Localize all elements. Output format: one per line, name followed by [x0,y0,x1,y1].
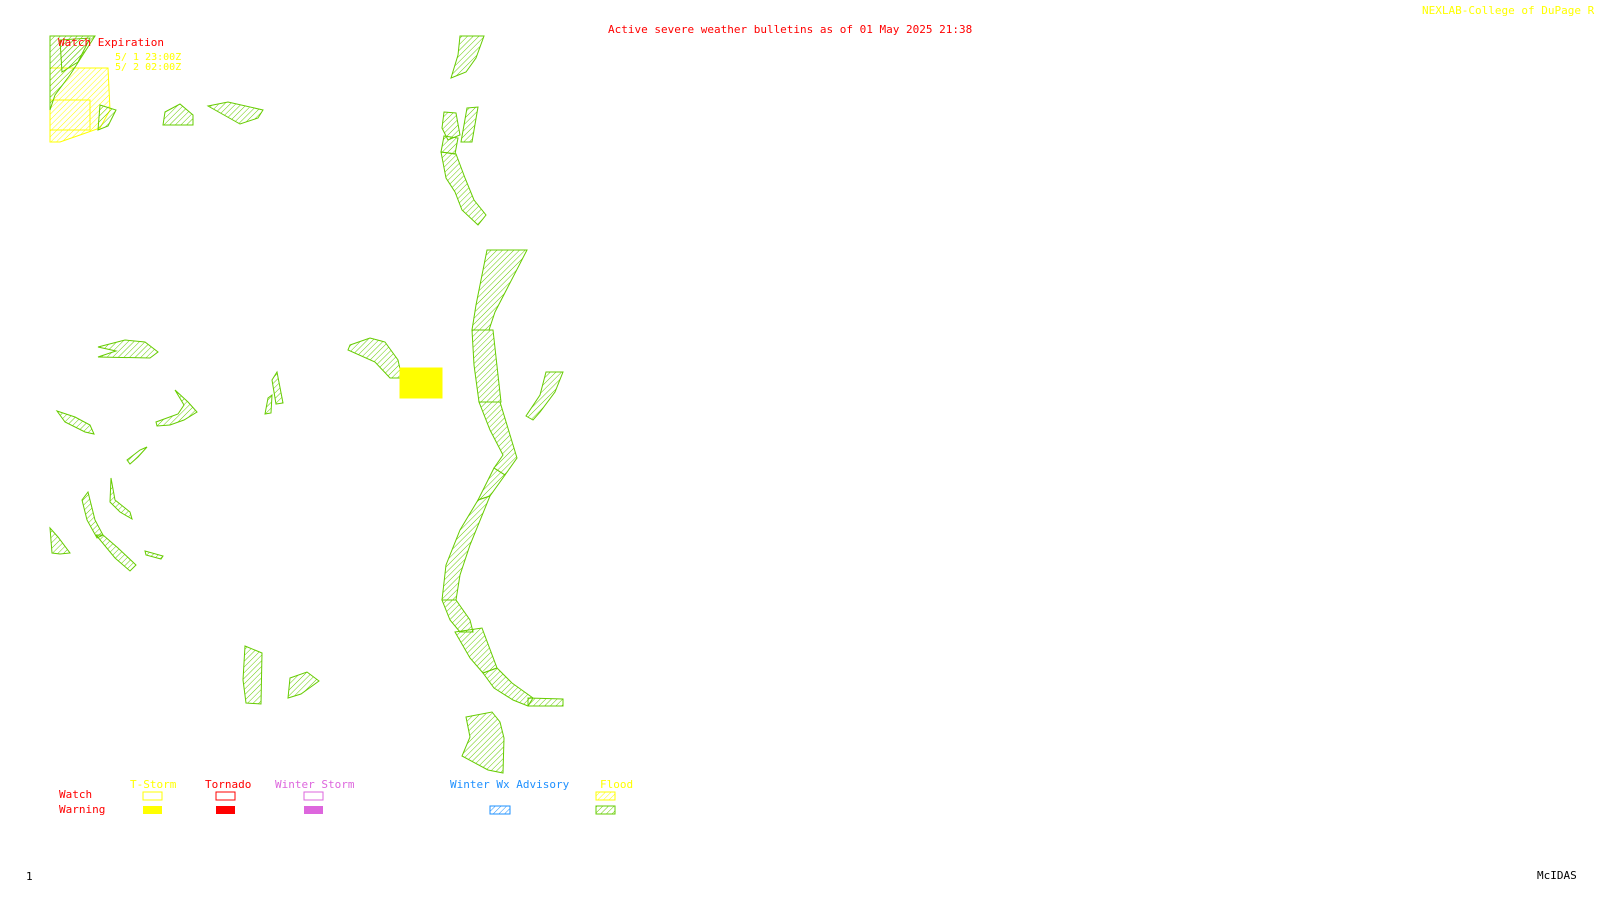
legend-watch-row-label: Watch [59,788,93,801]
legend-winter-advisory-swatch [489,805,511,815]
legend-tornado-label: Tornado [205,778,252,791]
legend-swatches [142,791,616,815]
tstorm-warning-polygon [399,367,443,399]
legend-winter-storm-warning-swatch [304,806,323,814]
watch-expiration-entry: 5/ 2 02:00Z [115,62,182,73]
legend-winter-storm-label: Winter Storm [275,778,355,791]
watch-expiration-entry: 5/ 1 23:00Z [115,52,182,63]
legend-tstorm-warning-swatch [143,806,162,814]
flood-warning-polygons [49,35,564,774]
tstorm-watch-area [49,67,111,143]
credit-label: NEXLAB-College of DuPage R [1422,4,1595,17]
frame-number: 1 [26,870,33,883]
legend-tstorm-watch-swatch [142,791,163,801]
legend-tornado-warning-swatch [216,806,235,814]
legend-tstorm-label: T-Storm [130,778,177,791]
legend-winter-advisory-label: Winter Wx Advisory [450,778,570,791]
watch-expiration-title: Watch Expiration [58,36,164,49]
page-title: Active severe weather bulletins as of 01… [608,23,973,36]
software-label: McIDAS [1537,869,1577,882]
legend-flood-label: Flood [600,778,634,791]
legend-winter-storm-watch-swatch [303,791,324,801]
legend-tornado-watch-swatch [215,791,236,801]
legend-flood-watch-swatch [595,791,616,801]
legend-warning-row-label: Warning [59,803,106,816]
legend-flood-warning-swatch [595,805,616,815]
